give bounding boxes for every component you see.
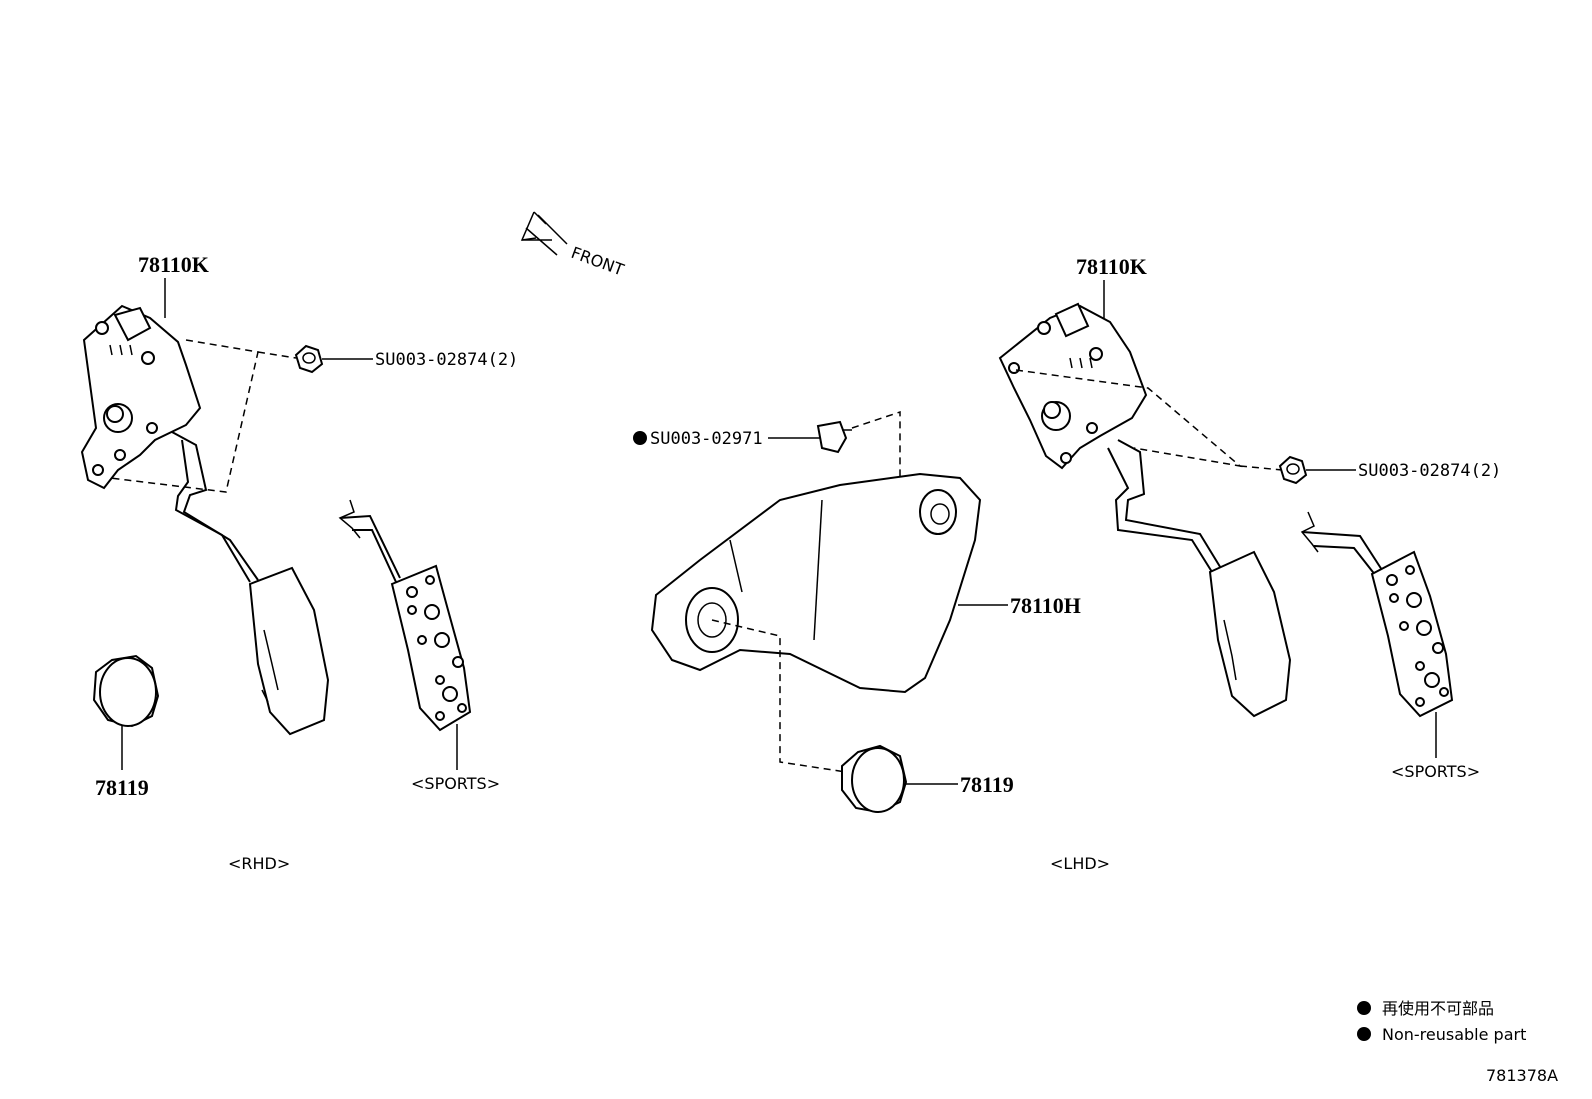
front-label: FRONT xyxy=(569,243,627,280)
rhd-stopper-label: 78119 xyxy=(95,775,149,800)
center-bracket xyxy=(650,472,982,694)
lhd-variant-label: <LHD> xyxy=(1050,854,1110,873)
center-bracket-label: 78110H xyxy=(1010,593,1081,618)
lhd-pedal-assy-label: 78110K xyxy=(1076,254,1147,279)
non-reusable-marker-icon xyxy=(633,431,647,445)
legend-line-en: Non-reusable part xyxy=(1382,1025,1526,1044)
rhd-nut-label: SU003-02874(2) xyxy=(375,350,518,370)
rhd-pedal-assembly xyxy=(80,304,330,736)
legend: 再使用不可部品 Non-reusable part xyxy=(1357,999,1526,1044)
figure-id: 781378A xyxy=(1486,1066,1558,1085)
rhd-flange-nut xyxy=(294,344,324,374)
front-direction: FRONT xyxy=(520,211,627,280)
lhd-flange-nut xyxy=(1278,455,1308,485)
legend-line-jp: 再使用不可部品 xyxy=(1382,999,1494,1018)
rhd-variant-label: <RHD> xyxy=(228,854,290,873)
legend-marker-icon xyxy=(1357,1001,1371,1015)
center-group: SU003-02971 78110H 78119 xyxy=(633,410,1081,814)
lhd-sports-pedal xyxy=(1300,511,1454,718)
rhd-group: 78110K xyxy=(80,252,518,873)
legend-marker-icon xyxy=(1357,1027,1371,1041)
lhd-nut-label: SU003-02874(2) xyxy=(1358,461,1501,481)
front-arrow-icon xyxy=(520,211,568,256)
rhd-sports-pedal xyxy=(338,499,472,732)
lhd-group: 78110K SU003-0 xyxy=(998,254,1501,873)
center-clip xyxy=(816,420,852,454)
lhd-pedal-assembly xyxy=(998,302,1292,718)
center-stopper xyxy=(841,744,908,814)
rhd-pedal-assy-label: 78110K xyxy=(138,252,209,277)
center-stopper-label: 78119 xyxy=(960,772,1014,797)
lhd-sports-label: <SPORTS> xyxy=(1391,762,1480,781)
center-clip-label: SU003-02971 xyxy=(650,429,763,449)
rhd-sports-label: <SPORTS> xyxy=(411,774,500,793)
rhd-stopper xyxy=(92,654,160,728)
